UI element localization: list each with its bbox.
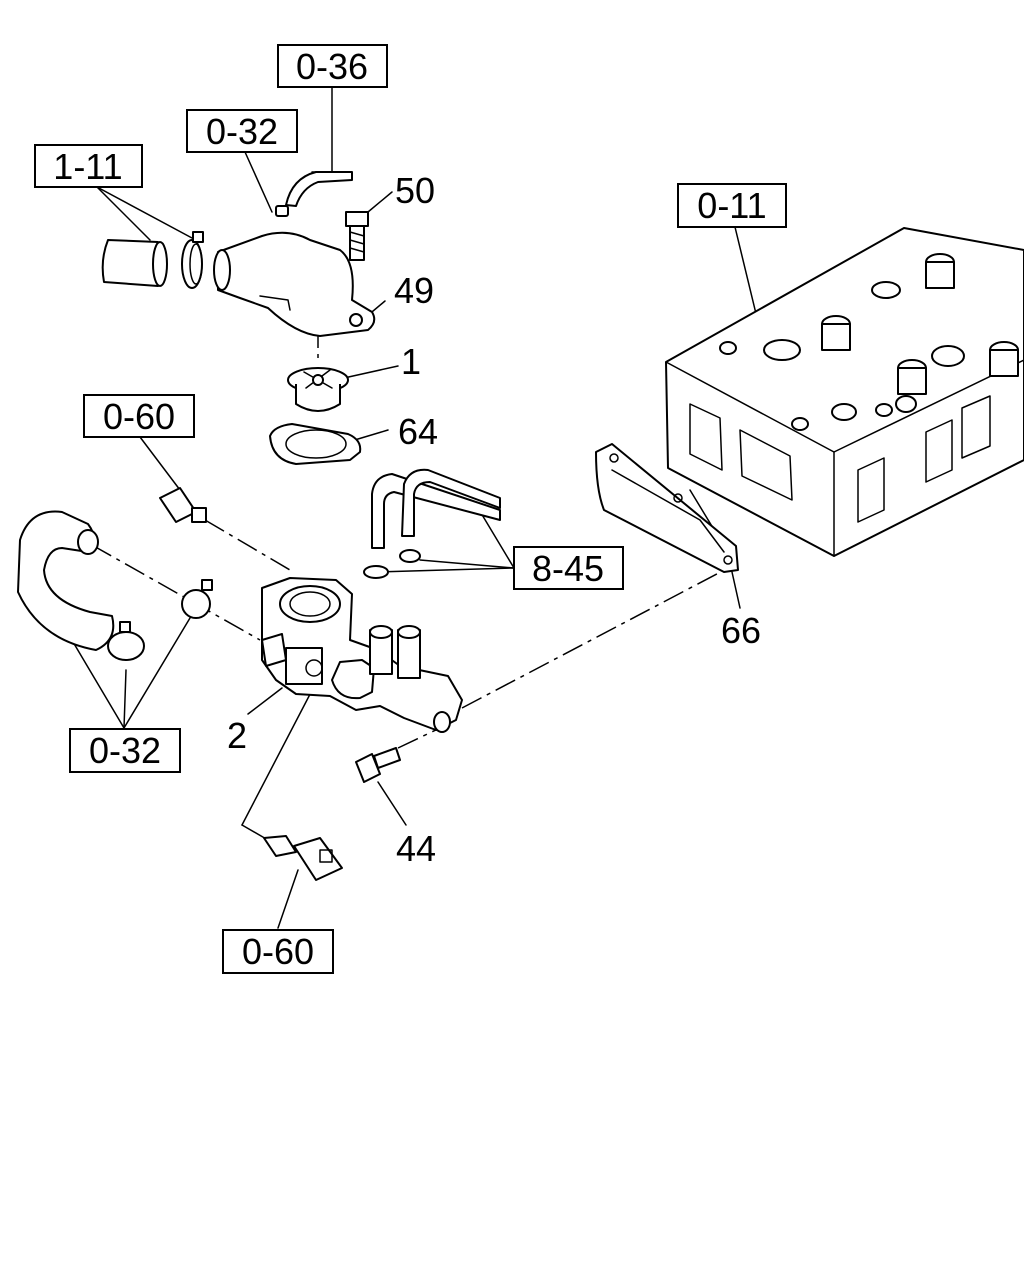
ref-label: 8-45 bbox=[532, 548, 604, 589]
ref-label: 0-60 bbox=[103, 396, 175, 437]
ref-box-8-45[interactable]: 8-45 bbox=[513, 546, 624, 590]
gasket-66 bbox=[595, 443, 739, 573]
ref-label: 0-32 bbox=[206, 111, 278, 152]
thermostat-housing bbox=[261, 577, 463, 733]
bolt-44 bbox=[355, 747, 401, 783]
radiator-hose-lower bbox=[17, 510, 115, 651]
bypass-hose-small bbox=[285, 171, 353, 207]
part-number-66: 66 bbox=[721, 610, 761, 651]
ref-label: 0-32 bbox=[89, 730, 161, 771]
part-number-49: 49 bbox=[394, 270, 434, 311]
hose-clamp-lower-2 bbox=[107, 621, 145, 661]
hose-clamp-lower-1 bbox=[181, 579, 213, 619]
thermostat-cover bbox=[213, 231, 376, 337]
bolt-50 bbox=[345, 211, 369, 261]
ref-box-0-11[interactable]: 0-11 bbox=[677, 183, 787, 228]
hose-clips-8-45 bbox=[363, 549, 421, 579]
bypass-hoses bbox=[371, 468, 501, 549]
gasket-64 bbox=[269, 423, 362, 465]
ref-box-0-36[interactable]: 0-36 bbox=[277, 44, 388, 88]
part-number-2: 2 bbox=[227, 715, 247, 756]
ref-label: 1-11 bbox=[53, 146, 122, 187]
part-number-50: 50 bbox=[395, 170, 435, 211]
valve-bosses bbox=[719, 253, 1019, 431]
ref-label: 0-60 bbox=[242, 931, 314, 972]
ref-box-0-32-bottom[interactable]: 0-32 bbox=[69, 728, 181, 773]
clip-small bbox=[275, 205, 289, 217]
cylinder-head bbox=[665, 227, 1024, 557]
temperature-sensor-upper bbox=[159, 487, 207, 523]
part-number-1: 1 bbox=[401, 341, 421, 382]
ref-box-0-60-bottom[interactable]: 0-60 bbox=[222, 929, 334, 974]
ref-box-0-32-top[interactable]: 0-32 bbox=[186, 109, 298, 153]
radiator-hose-upper bbox=[101, 239, 168, 287]
ref-box-1-11[interactable]: 1-11 bbox=[34, 144, 143, 188]
ref-label: 0-11 bbox=[697, 185, 766, 226]
part-number-44: 44 bbox=[396, 828, 436, 869]
temperature-sensor-lower bbox=[263, 835, 343, 881]
ref-box-0-60-top[interactable]: 0-60 bbox=[83, 394, 195, 438]
ref-label: 0-36 bbox=[296, 46, 368, 87]
hose-clamp-upper bbox=[181, 231, 204, 289]
thermostat bbox=[287, 367, 349, 412]
part-number-64: 64 bbox=[398, 411, 438, 452]
